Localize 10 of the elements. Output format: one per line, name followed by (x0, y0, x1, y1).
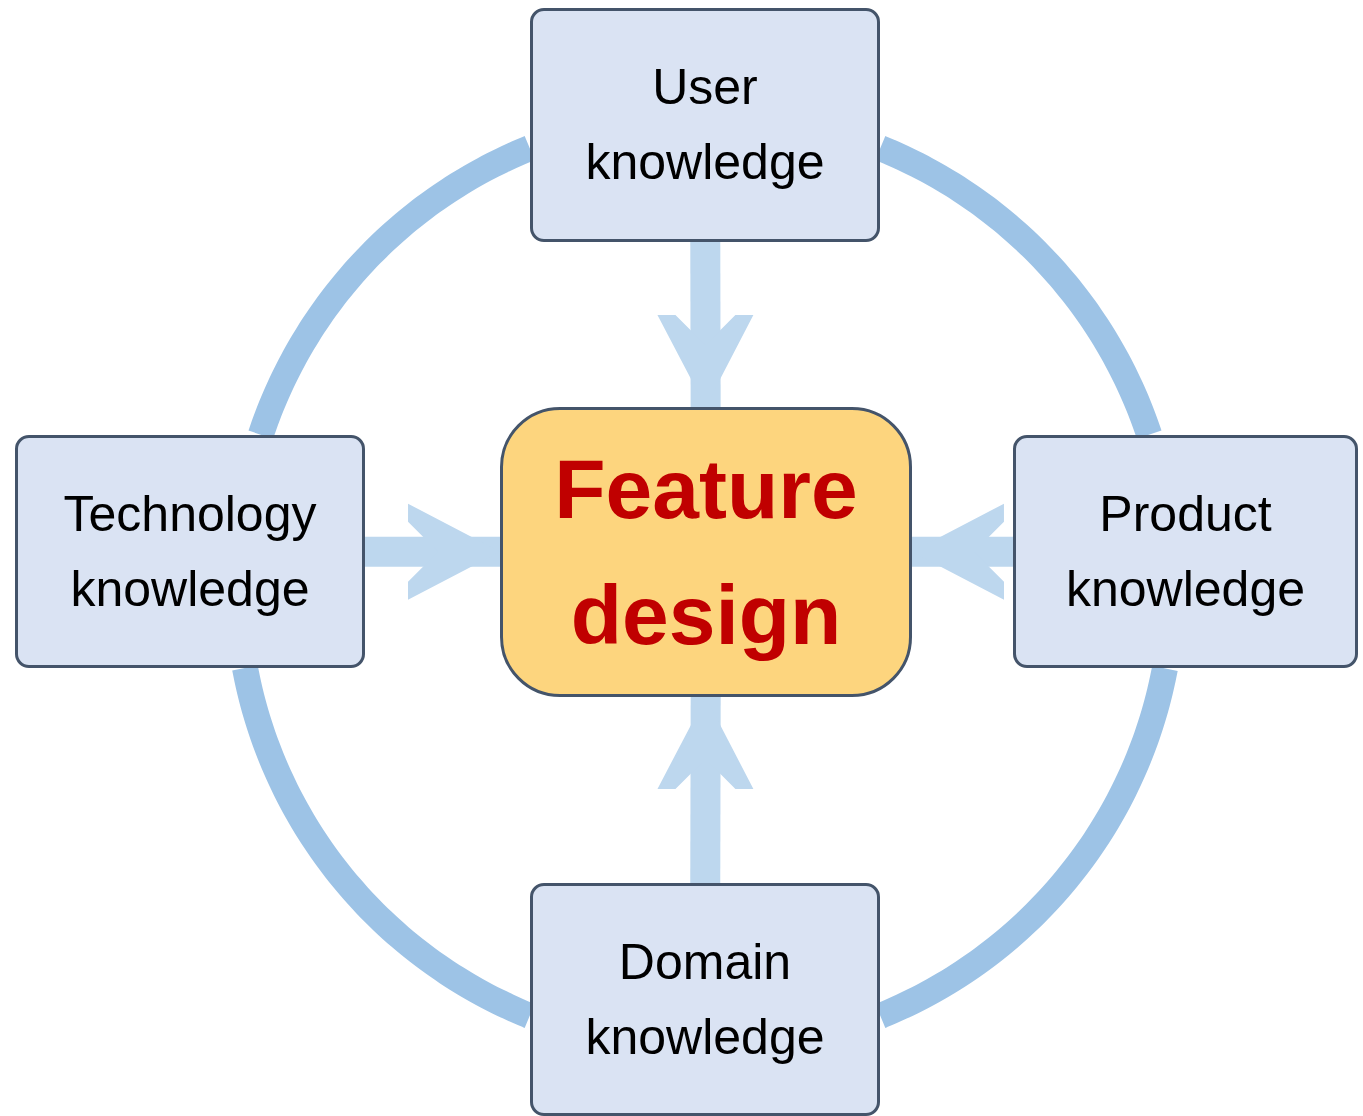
knowledge-box (15, 435, 365, 668)
knowledge-box (530, 8, 880, 242)
box-label: Technology knowledge (63, 484, 317, 619)
knowledge-box (1013, 435, 1358, 668)
box-label: Feature design (553, 441, 859, 664)
center-box (500, 407, 912, 697)
knowledge-box (530, 883, 880, 1116)
box-label: Domain knowledge (584, 932, 826, 1067)
box-label: Product knowledge (1065, 484, 1306, 619)
box-label: User knowledge (584, 58, 826, 192)
